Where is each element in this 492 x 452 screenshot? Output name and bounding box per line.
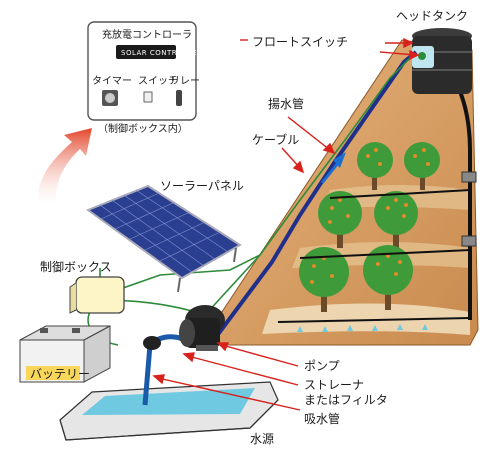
label-box-inside: （制御ボックス内） [98, 122, 188, 135]
label-strainer-line1: ストレーナ [304, 378, 364, 392]
label-pump: ポンプ [304, 359, 340, 373]
label-strainer-line2: またはフィルタ [304, 393, 388, 407]
leader-lines [152, 37, 420, 411]
label-cable: ケーブル [252, 132, 299, 147]
label-suction-pipe: 吸水管 [304, 411, 340, 426]
fruit-trees [299, 142, 440, 312]
label-control-box: 制御ボックス [40, 259, 112, 274]
solar-controller-unit [116, 45, 176, 59]
battery-label-band [26, 366, 80, 380]
control-box [69, 276, 125, 314]
label-float-switch: フロートスイッチ [252, 35, 348, 49]
water-source [59, 381, 279, 441]
label-relay: リレー [170, 76, 200, 87]
label-head-tank: ヘッドタンク [396, 9, 468, 23]
label-lift-pipe: 揚水管 [268, 96, 304, 111]
label-switch: スイッチ [138, 75, 178, 87]
relay-icon [176, 90, 182, 106]
tree [318, 191, 362, 248]
head-tank [412, 28, 472, 94]
labels: 充放電コントローラ SOLAR CONTROLLER タイマー スイッチ リレー… [30, 9, 468, 446]
tree [363, 245, 413, 310]
label-solar-panel: ソーラーパネル [160, 179, 244, 193]
float-switch-icon [418, 52, 426, 60]
tree [357, 142, 393, 190]
label-controller-title: 充放電コントローラ [102, 28, 192, 41]
inset-arrow [38, 128, 92, 205]
label-controller-brand: SOLAR CONTROLLER [121, 49, 202, 57]
label-timer: タイマー [92, 75, 132, 87]
tree [374, 191, 418, 248]
label-water-source: 水源 [250, 432, 274, 446]
solar-panel [85, 184, 242, 293]
controller-inset [87, 21, 197, 121]
label-battery: バッテリー [30, 367, 90, 381]
lift-pipe [208, 50, 418, 347]
switch-icon [143, 91, 153, 103]
battery [19, 325, 111, 383]
strainer-icon [143, 336, 161, 350]
pump [179, 305, 225, 351]
tree [404, 142, 440, 190]
